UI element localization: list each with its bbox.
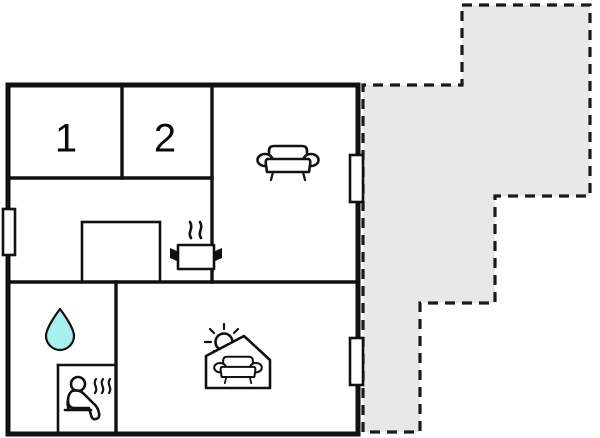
room-number-1: 1	[55, 117, 77, 161]
kitchen-counter	[80, 220, 162, 284]
sofa-icon	[256, 144, 320, 182]
sun-lounge-sofa-icon	[213, 355, 263, 385]
water-drop-icon	[44, 307, 76, 352]
exterior-wall	[5, 82, 361, 437]
terrace-plot-outline	[361, 3, 592, 434]
window-right-wall-lower	[348, 336, 365, 387]
window-right-wall-upper	[348, 153, 365, 204]
window-left-wall	[1, 207, 17, 257]
sauna-icon	[63, 375, 112, 421]
sun-lounge-icon	[203, 322, 272, 390]
room-number-2: 2	[154, 117, 176, 161]
cooking-pot-icon	[170, 220, 222, 271]
